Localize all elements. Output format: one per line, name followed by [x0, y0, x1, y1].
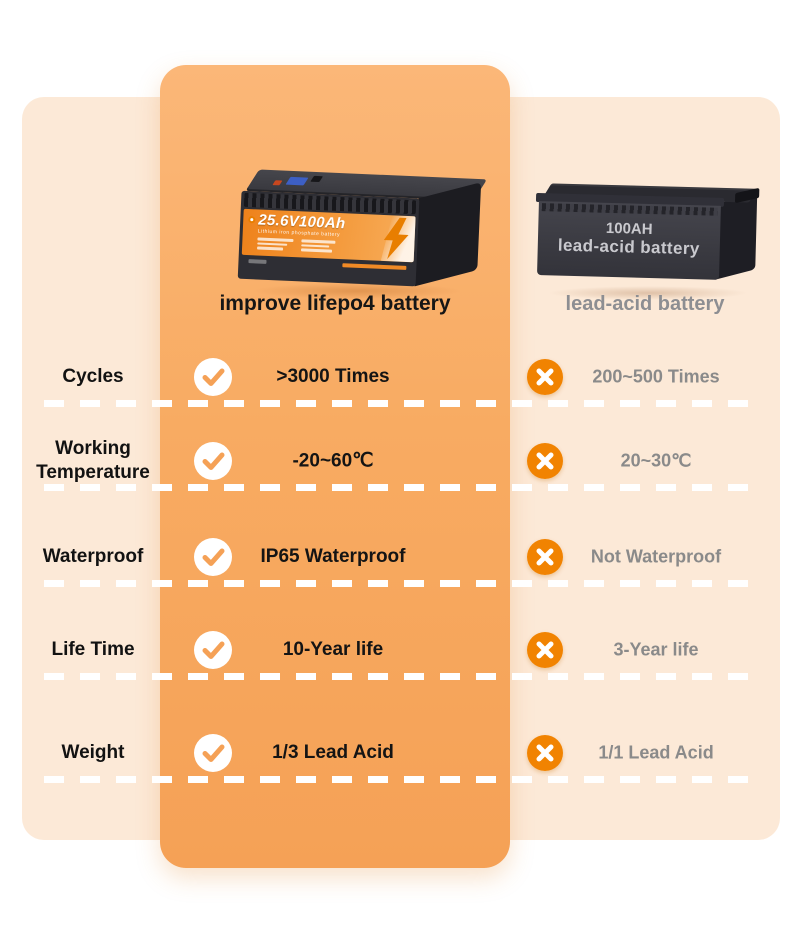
leadacid-value: 1/1 Lead Acid	[598, 742, 714, 763]
leadacid-column-title: lead-acid battery	[565, 293, 725, 315]
leadacid-battery-image: 100AH lead-acid battery	[535, 183, 764, 295]
lifepo4-battery-image: 25.6V100Ah Lithium iron phosphate batter…	[237, 165, 487, 294]
battery-label-band: 25.6V100Ah Lithium iron phosphate batter…	[241, 208, 416, 263]
cross-icon	[527, 632, 563, 668]
row-divider	[44, 484, 756, 491]
row-label: Weight	[61, 742, 125, 763]
row-label: Cycles	[62, 366, 124, 387]
check-icon	[194, 358, 232, 396]
lifepo4-battery-shadow	[252, 283, 462, 299]
row-label: Working Temperature	[36, 438, 150, 483]
lifepo4-value: >3000 Times	[276, 366, 390, 387]
battery-vent-fins	[541, 203, 718, 216]
check-icon	[194, 631, 232, 669]
leadacid-battery-shadow	[548, 286, 748, 300]
cross-icon	[527, 539, 563, 575]
lifepo4-value: -20~60℃	[292, 450, 374, 472]
check-icon	[194, 734, 232, 772]
cross-icon	[527, 735, 563, 771]
battery-side-face	[414, 182, 482, 287]
lifepo4-column-title: improve lifepo4 battery	[219, 292, 451, 315]
leadacid-value: 3-Year life	[613, 639, 699, 660]
battery-front-face: 100AH lead-acid battery	[537, 201, 721, 280]
check-icon	[194, 538, 232, 576]
lifepo4-value: 10-Year life	[282, 639, 384, 660]
row-label: Waterproof	[42, 546, 144, 567]
brand-logo-icon	[248, 216, 256, 224]
cross-icon	[527, 443, 563, 479]
leadacid-label-text: lead-acid battery	[557, 235, 700, 259]
row-divider	[44, 776, 756, 783]
leadacid-value: 200~500 Times	[592, 366, 720, 387]
leadacid-value: 20~30℃	[620, 450, 692, 471]
lifepo4-value: 1/3 Lead Acid	[272, 742, 394, 763]
row-divider	[44, 673, 756, 680]
cross-icon	[527, 359, 563, 395]
lightning-bolt-icon	[383, 217, 409, 260]
row-label: Life Time	[51, 639, 135, 660]
leadacid-value: Not Waterproof	[590, 546, 722, 567]
row-divider	[44, 400, 756, 407]
row-divider	[44, 580, 756, 587]
check-icon	[194, 442, 232, 480]
lifepo4-value: IP65 Waterproof	[260, 546, 406, 567]
battery-front-face: 25.6V100Ah Lithium iron phosphate batter…	[237, 190, 420, 287]
